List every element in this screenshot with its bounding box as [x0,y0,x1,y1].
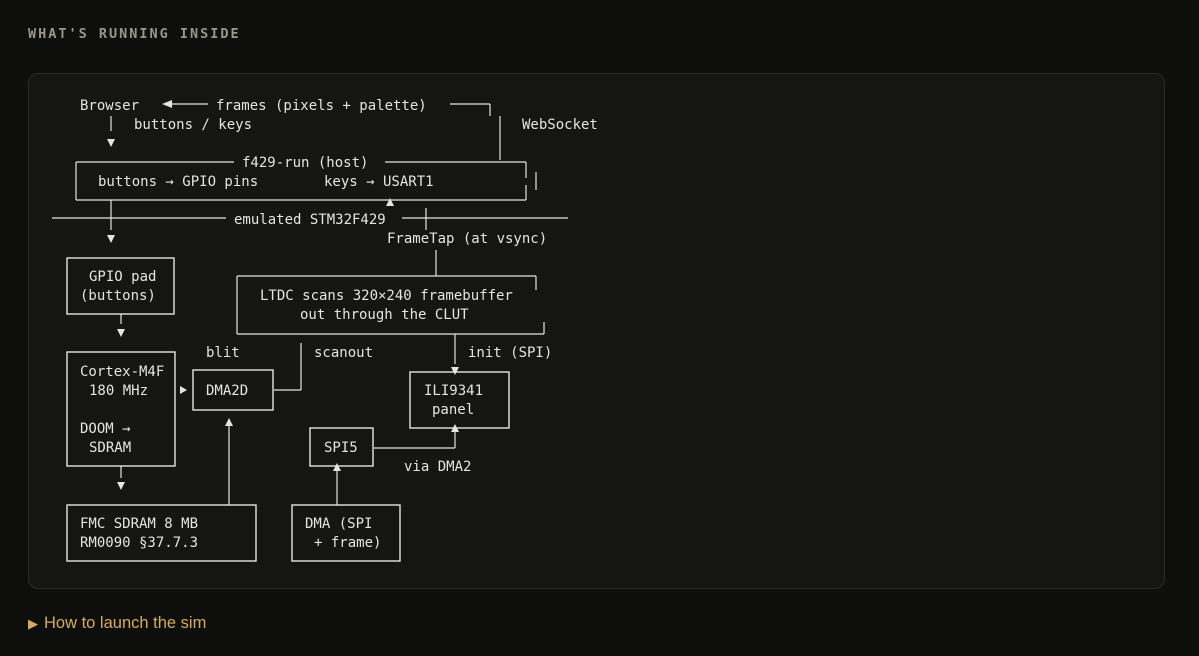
gpio-pad-line1: GPIO pad [89,269,156,285]
spi5-box [309,427,374,467]
init-spi-label: init (SPI) [468,345,552,361]
arrow-down-ili [451,367,459,375]
arrow-up-spi5 [333,463,341,471]
launch-disclosure[interactable]: ▶ How to launch the sim [28,614,206,633]
keys-usart-label: keys → USART1 [324,174,434,190]
ili9341-line2: panel [432,402,474,418]
host-label: f429-run (host) [242,155,368,171]
dma-box [291,504,401,562]
browser-label: Browser [80,98,139,114]
gpio-pad-line2: (buttons) [80,288,156,304]
gpio-pad-box [66,257,175,315]
websocket-label: WebSocket [522,117,598,133]
buttons-gpio-label: buttons → GPIO pins [98,174,258,190]
cortex-line3: DOOM → [80,421,131,437]
dma-line2: + frame) [314,535,381,551]
fmc-line2: RM0090 §37.7.3 [80,535,198,551]
launch-label: How to launch the sim [44,614,207,632]
arrow-right-dma2d [180,386,187,394]
ili9341-line1: ILI9341 [424,383,483,399]
blit-label: blit [206,345,240,361]
cortex-line2: 180 MHz [89,383,148,399]
arrow-up-ili [451,424,459,432]
arrow-down-fmc [117,482,125,490]
disclosure-triangle-icon: ▶ [28,615,38,631]
diagram-panel [28,73,1165,589]
buttons-keys-label: buttons / keys [134,117,252,133]
ltdc-line1: LTDC scans 320×240 framebuffer [260,288,513,304]
via-dma2-label: via DMA2 [404,459,471,475]
arrow-to-browser [162,100,172,108]
ltdc-line2: out through the CLUT [300,307,469,323]
cortex-line1: Cortex-M4F [80,364,164,380]
fmc-sdram-box [66,504,257,562]
arrow-down-host [107,139,115,147]
arrow-down-gpio [107,235,115,243]
frames-label: frames (pixels + palette) [216,98,427,114]
cortex-line4: SDRAM [89,440,131,456]
spi5-label: SPI5 [324,440,358,456]
emulated-label: emulated STM32F429 [234,212,386,228]
scanout-label: scanout [314,345,373,361]
dma2d-box [192,369,274,411]
fmc-line1: FMC SDRAM 8 MB [80,516,198,532]
dma2d-label: DMA2D [206,383,248,399]
frametap-label: FrameTap (at vsync) [387,231,547,247]
arrow-up-dma2d [225,418,233,426]
section-heading: WHAT'S RUNNING INSIDE [28,26,241,42]
ili9341-box [409,371,510,429]
arrow-up-host [386,198,394,206]
dma-line1: DMA (SPI [305,516,372,532]
arrow-down-cortex [117,329,125,337]
